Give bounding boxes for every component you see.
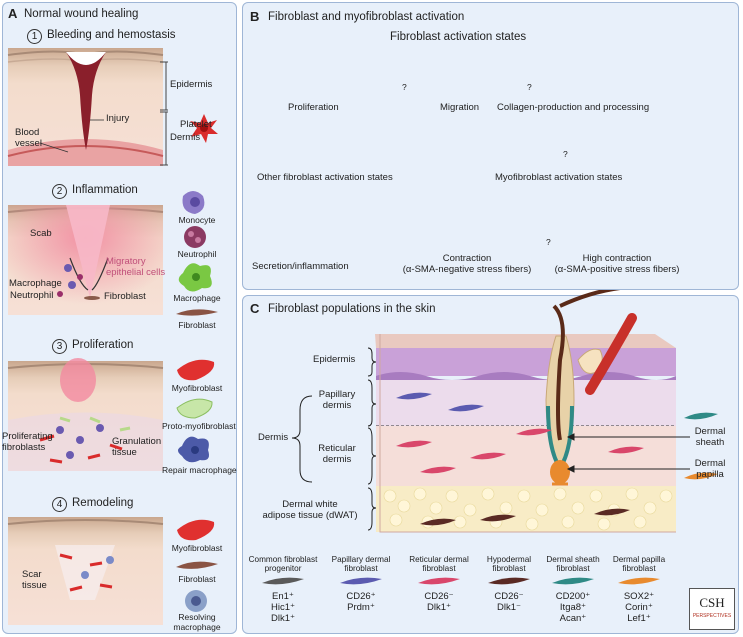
stage-3-number: 3 <box>52 339 67 354</box>
legend-myofibroblast-4: Myofibroblast <box>171 543 223 553</box>
panel-a-title: Normal wound healing <box>24 8 139 20</box>
c-papillary-label: Papillary dermis <box>318 389 356 411</box>
panel-b <box>242 2 739 290</box>
c-dwat-label: Dermal white adipose tissue (dWAT) <box>262 499 358 521</box>
panel-b-letter: B <box>250 9 260 24</box>
legend-myofibroblast-3: Myofibroblast <box>171 383 223 393</box>
high-contraction-label: High contraction (α-SMA-positive stress … <box>554 253 680 275</box>
s1-blood-vessel-label: Blood vessel <box>15 127 42 149</box>
fibroblast-activation-states-label: Fibroblast activation states <box>390 31 527 43</box>
legend-c-markers-4: CD200⁺ Itga8⁺ Acan⁺ <box>555 591 591 624</box>
platelet-icon <box>190 114 218 143</box>
stage-3-tissue <box>7 358 164 471</box>
question-mark-2: ? <box>527 82 532 92</box>
s2-neutrophil-label: Neutrophil <box>10 290 54 301</box>
legend-macrophage: Macrophage <box>173 293 221 303</box>
legend-neutrophil: Neutrophil <box>177 249 217 259</box>
s4-scar-label: Scar tissue <box>22 569 47 591</box>
hair-follicle <box>545 286 637 486</box>
s2-fibroblast-label: Fibroblast <box>104 291 146 302</box>
legend-c-title-2: Reticular dermal fibroblast <box>409 555 469 574</box>
legend-c-title-0: Common fibroblast progenitor <box>248 555 318 574</box>
proliferation-label: Proliferation <box>288 102 339 113</box>
question-mark-4: ? <box>546 237 551 247</box>
sheath-papilla-pointers <box>566 433 690 473</box>
c-dermal-papilla-label: Dermal papilla <box>694 458 726 480</box>
legend-c-title-4: Dermal sheath fibroblast <box>546 555 600 574</box>
s2-migratory-label: Migratory epithelial cells <box>106 256 166 278</box>
legend-c-title-1: Papillary dermal fibroblast <box>331 555 391 574</box>
myofibroblast-icon-a3 <box>177 359 215 381</box>
logo-subtext: PERSPECTIVES <box>692 613 732 619</box>
s2-macrophage-label: Macrophage <box>9 278 62 289</box>
legend-c-markers-0: En1⁺ Hic1⁺ Dlk1⁺ <box>270 591 296 624</box>
legend-monocyte: Monocyte <box>178 215 216 225</box>
panel-c-title: Fibroblast populations in the skin <box>268 303 436 315</box>
stage-4-tissue <box>7 517 164 625</box>
s2-scab-label: Scab <box>30 228 52 239</box>
other-states-label: Other fibroblast activation states <box>257 172 393 183</box>
legend-cells-c <box>262 577 660 585</box>
stage-1-tissue <box>7 48 168 166</box>
s3-proliferating-label: Proliferating fibroblasts <box>2 431 53 453</box>
csh-perspectives-logo: CSH PERSPECTIVES <box>689 588 735 630</box>
s1-platelet-label: Platelet <box>180 119 212 130</box>
stage-3-title: Proliferation <box>72 339 134 351</box>
secretion-label: Secretion/inflammation <box>252 261 349 272</box>
panel-c-letter: C <box>250 301 260 316</box>
legend-repair-macrophage: Repair macrophage <box>162 465 237 475</box>
s1-dermis-label: Dermis <box>170 132 201 143</box>
myofibroblast-states-label: Myofibroblast activation states <box>495 172 623 183</box>
question-mark-3: ? <box>563 149 568 159</box>
monocyte-icon <box>182 191 205 214</box>
resolving-macrophage-icon <box>185 590 207 612</box>
legend-fibroblast: Fibroblast <box>178 320 216 330</box>
collagen-label: Collagen-production and processing <box>497 102 650 113</box>
legend-c-markers-2: CD26⁻ Dlk1⁺ <box>424 591 454 613</box>
stage-2-tissue <box>7 205 164 315</box>
migration-label: Migration <box>440 102 480 113</box>
s1-epidermis-label: Epidermis <box>170 79 213 90</box>
question-mark-1: ? <box>402 82 407 92</box>
legend-c-title-3: Hypodermal fibroblast <box>486 555 532 574</box>
stage-2-number: 2 <box>52 184 67 199</box>
region-brackets <box>291 347 377 531</box>
legend-resolving-macrophage: Resolving macrophage <box>173 612 221 632</box>
legend-c-markers-3: CD26⁻ Dlk1⁻ <box>494 591 524 613</box>
repair-macrophage-icon <box>178 436 209 463</box>
c-reticular-label: Reticular dermis <box>318 443 356 465</box>
logo-text: CSH <box>699 595 725 610</box>
skin-side-cells <box>684 412 718 480</box>
legend-c-markers-1: CD26⁺ Prdm⁺ <box>346 591 376 613</box>
fibroblast-icon-a2 <box>176 309 218 316</box>
legend-proto-myofibroblast: Proto-myofibroblast <box>162 421 236 431</box>
macrophage-icon <box>178 263 212 292</box>
fibroblasts-in-skin <box>396 392 644 526</box>
myofibroblast-icon-a4 <box>177 519 215 541</box>
s3-granulation-label: Granulation tissue <box>112 436 162 458</box>
legend-c-markers-5: SOX2⁺ Corin⁺ Lef1⁺ <box>623 591 655 624</box>
legend-fibroblast-4: Fibroblast <box>178 574 216 584</box>
stage-1-number: 1 <box>27 29 42 44</box>
s1-injury-label: Injury <box>106 113 130 124</box>
neutrophil-icon <box>184 226 206 248</box>
legend-c-title-5: Dermal papilla fibroblast <box>612 555 666 574</box>
stage-4-title: Remodeling <box>72 497 134 509</box>
skin-cross-section <box>375 334 676 533</box>
fibroblast-icon-a4 <box>176 561 218 569</box>
stage-2-title: Inflammation <box>72 184 138 196</box>
panel-a-letter: A <box>8 6 18 21</box>
panel-b-title: Fibroblast and myofibroblast activation <box>268 11 465 23</box>
contraction-label: Contraction (α-SMA-negative stress fiber… <box>402 253 532 275</box>
c-epidermis-label: Epidermis <box>313 354 356 365</box>
stage-1-title: Bleeding and hemostasis <box>47 29 176 41</box>
c-dermal-sheath-label: Dermal sheath <box>694 426 726 448</box>
proto-myofibroblast-icon <box>176 398 213 419</box>
stage-4-number: 4 <box>52 497 67 512</box>
c-dermis-label: Dermis <box>258 432 289 443</box>
